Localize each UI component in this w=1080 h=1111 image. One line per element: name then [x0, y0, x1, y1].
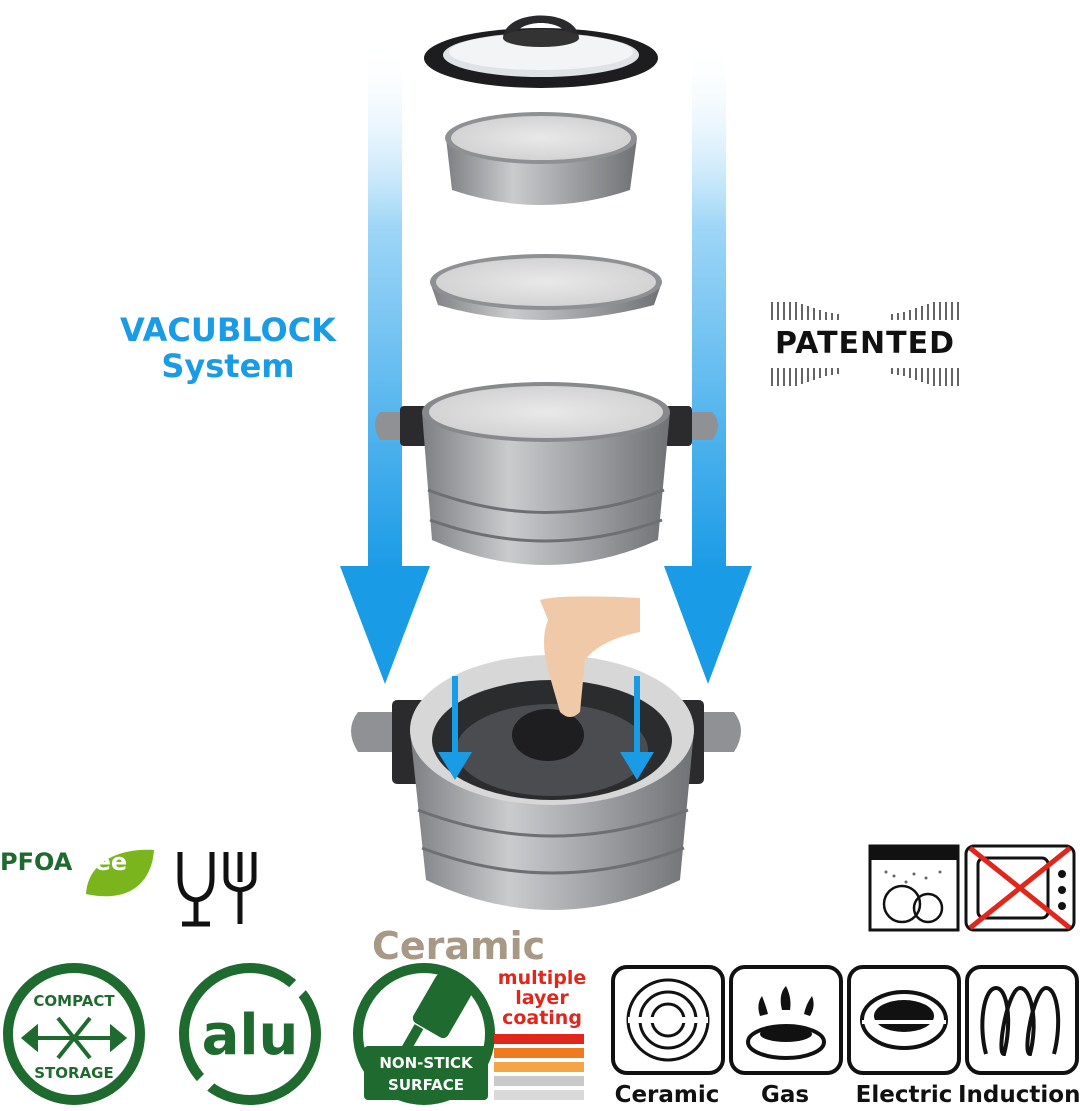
hob-label-electric: Electric	[855, 1082, 953, 1108]
bottom-pot-with-lid	[351, 596, 741, 910]
dishwasher-oven-icons	[868, 844, 1076, 932]
non-stick-badge: NON-STICK SURFACE	[353, 963, 495, 1105]
vacublock-line1: VACUBLOCK	[120, 311, 336, 349]
storage-text: STORAGE	[34, 1064, 114, 1082]
frying-pan	[430, 254, 662, 320]
hob-label-gas: Gas	[760, 1082, 810, 1108]
free-text: free	[72, 848, 128, 876]
food-safe-icon	[177, 852, 257, 927]
right-down-arrow	[664, 40, 752, 684]
ceramic-title: Ceramic	[372, 924, 546, 968]
glass-lid	[424, 15, 658, 88]
left-down-arrow	[340, 40, 430, 684]
small-pan	[445, 112, 637, 205]
vacublock-label: VACUBLOCK System	[108, 312, 348, 384]
compact-storage-badge: COMPACT STORAGE	[3, 963, 145, 1105]
hob-label-ceramic: Ceramic	[614, 1082, 720, 1108]
leaf-icon	[86, 849, 154, 897]
hob-icons	[611, 965, 1079, 1075]
electric-hob-icon	[847, 965, 961, 1075]
alu-text: alu	[202, 1003, 299, 1068]
induction-hob-icon	[965, 965, 1079, 1075]
pfoa-text: PFOA	[0, 848, 73, 876]
gas-hob-icon	[729, 965, 843, 1075]
ceramic-hob-icon	[611, 965, 725, 1075]
nonstick-line1: NON-STICK	[379, 1054, 474, 1072]
patented-lines-icon	[771, 302, 959, 386]
nonstick-line2: SURFACE	[388, 1076, 464, 1094]
hob-label-induction: Induction	[958, 1082, 1080, 1108]
coating-line2: layer	[515, 987, 569, 1009]
pfoa-free-label: PFOAfree	[0, 848, 127, 876]
patented-text: PATENTED	[774, 326, 956, 361]
coating-line3: coating	[502, 1007, 582, 1029]
stock-pot	[375, 382, 718, 565]
coating-layers-icon	[494, 1034, 584, 1100]
patented-badge: PATENTED	[758, 298, 972, 390]
coating-label: multiple layer coating	[492, 968, 592, 1028]
coating-line1: multiple	[497, 967, 587, 989]
alu-badge: alu	[179, 963, 321, 1105]
no-oven-icon	[964, 844, 1076, 932]
compact-text: COMPACT	[33, 992, 115, 1010]
vacublock-line2: System	[161, 347, 295, 385]
dishwasher-icon	[868, 844, 960, 932]
